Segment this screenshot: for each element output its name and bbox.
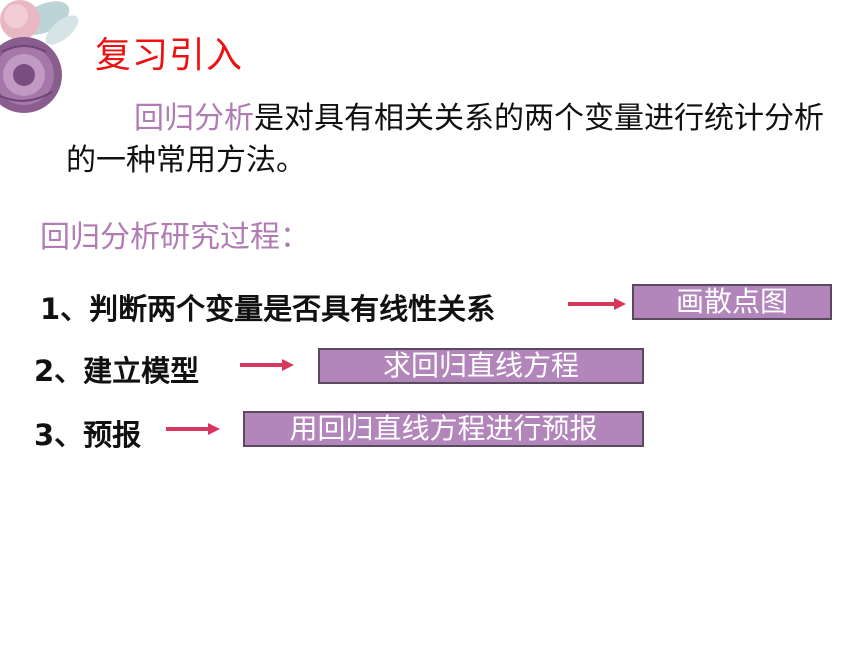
arrow-right-icon xyxy=(568,298,626,310)
intro-paragraph: 回归分析是对具有相关关系的两个变量进行统计分析的一种常用方法。 xyxy=(66,98,826,182)
arrow-right-icon xyxy=(240,359,294,371)
slide-title: 复习引入 xyxy=(95,35,244,76)
step-3-label: 3、预报 xyxy=(34,418,142,452)
intro-text: 是对具有相关关系的两个变量进行统计分析的一种常用方法。 xyxy=(66,101,824,178)
arrow-right-icon xyxy=(166,423,220,435)
step-3-result-box: 用回归直线方程进行预报 xyxy=(243,411,644,447)
step-1-result-box: 画散点图 xyxy=(632,284,832,320)
flower-decoration xyxy=(0,0,79,113)
step-2-result-box: 求回归直线方程 xyxy=(318,348,644,384)
process-heading: 回归分析研究过程： xyxy=(40,220,310,255)
step-1-label: 1、判断两个变量是否具有线性关系 xyxy=(40,292,496,326)
intro-highlight: 回归分析 xyxy=(134,101,254,136)
step-2-label: 2、建立模型 xyxy=(34,354,200,388)
